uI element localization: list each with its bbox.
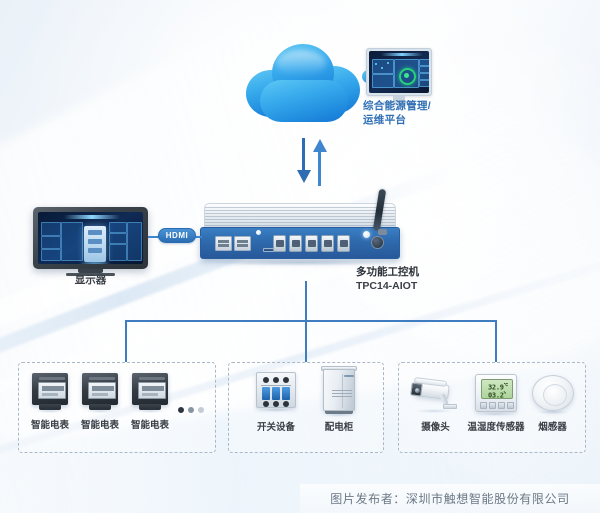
usb-port-1 <box>215 236 232 251</box>
device-camera: 摄像头 <box>409 373 461 433</box>
connector-drop-power <box>305 320 307 362</box>
temp-humidity-sensor-icon: 32.9℃ 03.2% <box>474 373 518 416</box>
electric-meter-icon <box>80 371 120 413</box>
group-sensors: 摄像头 32.9℃ 03.2% 温湿度传感器 <box>398 362 586 453</box>
cloud-platform-label-line2: 运维平台 <box>363 114 407 126</box>
device-smart-meter-1: 智能电表 <box>30 371 70 431</box>
device-label: 智能电表 <box>30 420 69 431</box>
device-label: 烟感器 <box>538 422 567 433</box>
device-label: 智能电表 <box>130 420 169 431</box>
distribution-cabinet-icon <box>320 366 358 417</box>
controller-label-line1: 多功能工控机 <box>356 266 419 278</box>
device-label: 摄像头 <box>421 422 450 433</box>
hdmi-port-5 <box>337 235 350 252</box>
hdmi-badge: HDMI <box>158 228 196 243</box>
hdmi-port-4 <box>321 235 334 252</box>
camera-icon <box>409 373 461 415</box>
usb-port-2 <box>234 236 251 251</box>
smoke-detector-icon <box>531 373 575 415</box>
cloud-platform-label-line1: 综合能源管理/ <box>363 100 432 112</box>
hmi-display-icon <box>33 207 148 276</box>
cloud-icon <box>246 44 386 128</box>
humidity-value: 03.2 <box>487 391 504 400</box>
hdmi-port-2 <box>289 235 302 252</box>
device-switchgear: 开关设备 <box>254 370 298 433</box>
device-label: 配电柜 <box>324 422 354 433</box>
ellipsis-dots-icon <box>178 407 204 413</box>
circuit-breaker-icon <box>254 370 298 412</box>
connector-bus <box>125 320 497 322</box>
humidity-unit: % <box>503 390 506 395</box>
connector-drop-sensors <box>495 320 497 362</box>
connector-trunk <box>305 281 307 321</box>
footer-bar: 图片发布者：深圳市触想智能股份有限公司 <box>300 484 600 513</box>
device-th-sensor: 32.9℃ 03.2% 温湿度传感器 <box>467 373 525 433</box>
device-smoke-detector: 烟感器 <box>531 373 575 433</box>
device-smart-meter-2: 智能电表 <box>80 371 120 431</box>
temperature-unit: ℃ <box>503 382 509 387</box>
controller-label: 多功能工控机 TPC14-AIOT <box>356 265 476 293</box>
bidirectional-sync-arrows-icon <box>296 138 332 186</box>
device-label: 温湿度传感器 <box>467 422 525 433</box>
hdmi-port-1 <box>273 235 286 252</box>
platform-monitor-icon <box>366 48 432 104</box>
industrial-pc-icon <box>200 188 400 266</box>
device-label: 开关设备 <box>256 422 295 433</box>
cloud-platform-label: 综合能源管理/ 运维平台 <box>363 99 473 127</box>
device-label: 智能电表 <box>80 420 119 431</box>
footer-publisher-text: 图片发布者：深圳市触想智能股份有限公司 <box>330 492 570 506</box>
power-button[interactable] <box>371 236 384 249</box>
temperature-value: 32.9 <box>487 383 504 392</box>
group-power: 开关设备 配电柜 <box>228 362 384 453</box>
electric-meter-icon <box>30 371 70 413</box>
hdmi-port-3 <box>305 235 318 252</box>
device-distribution-cabinet: 配电柜 <box>320 366 358 433</box>
electric-meter-icon <box>130 371 170 413</box>
connector-drop-meters <box>125 320 127 362</box>
controller-label-line2: TPC14-AIOT <box>356 280 418 292</box>
group-meters: 智能电表 智能电表 智能电表 <box>18 362 216 453</box>
display-label: 显示器 <box>74 274 107 286</box>
device-smart-meter-3: 智能电表 <box>130 371 170 431</box>
